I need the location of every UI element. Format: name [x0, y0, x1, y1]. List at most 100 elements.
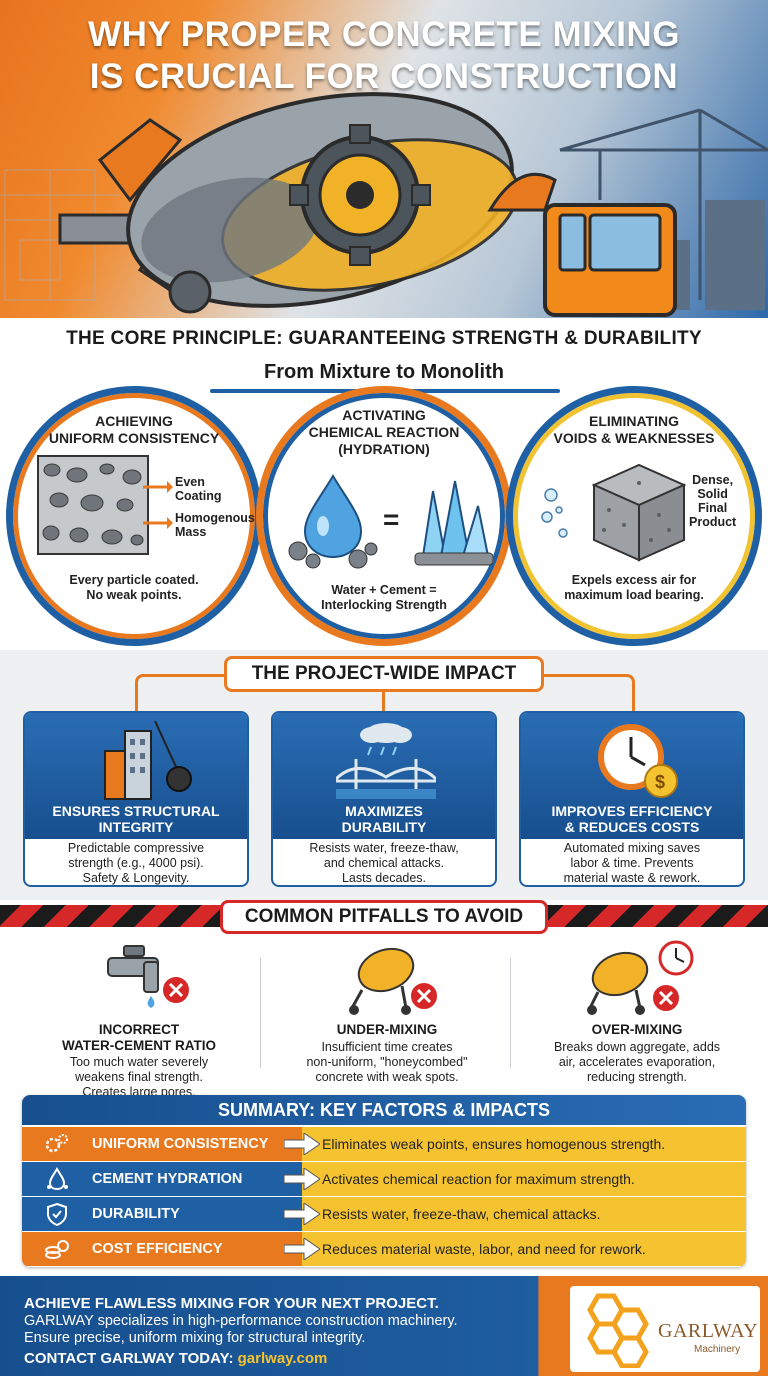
pitfall-desc-line: Insufficient time creates [321, 1040, 453, 1054]
tag-line: Mass [175, 525, 207, 539]
impact-card-durability: MAXIMIZES DURABILITY Resists water, free… [271, 711, 497, 887]
pitfall-over-mixing: OVER-MIXING Breaks down aggregate, adds … [512, 940, 762, 1090]
impact-card-efficiency: $ IMPROVES EFFICIENCY & REDUCES COSTS Au… [519, 711, 745, 887]
summary-impact-text: Resists water, freeze-thaw, chemical att… [322, 1206, 601, 1222]
svg-text:$: $ [655, 772, 665, 792]
card-body-line: Lasts decades. [341, 871, 427, 885]
pitfall-title: UNDER-MIXING [262, 1022, 512, 1038]
arrow-right-icon [284, 1168, 320, 1190]
summary-factor-label: COST EFFICIENCY [92, 1241, 223, 1257]
eliminating-voids-circle: ELIMINATING VOIDS & WEAKNESSES Dense, So… [506, 386, 762, 646]
tag-line: Solid [697, 487, 728, 501]
summary-factor: CEMENT HYDRATION [22, 1162, 302, 1196]
small-gear-icon [168, 270, 212, 314]
pitfall-title: OVER-MIXING [512, 1022, 762, 1038]
impact-title: THE PROJECT-WIDE IMPACT [224, 656, 544, 692]
summary-row: UNIFORM CONSISTENCY Eliminates weak poin… [22, 1127, 746, 1161]
footer-contact: CONTACT GARLWAY TODAY: garlway.com [24, 1350, 327, 1367]
summary-impact: Resists water, freeze-thaw, chemical att… [302, 1197, 746, 1231]
summary-title: SUMMARY: KEY FACTORS & IMPACTS [22, 1095, 746, 1125]
connector-line [382, 692, 385, 712]
aggregate-texture-icon [37, 455, 149, 555]
summary-factor-label: UNIFORM CONSISTENCY [92, 1136, 269, 1152]
homogenous-mass-label: Homogenous Mass [175, 511, 255, 539]
card-body-line: material waste & rework. [563, 871, 701, 885]
hydration-illustration: = [288, 474, 493, 569]
card-body-line: Resists water, freeze-thaw, [309, 841, 459, 855]
card-body-line: Automated mixing saves [563, 841, 701, 855]
card-title: MAXIMIZES DURABILITY [273, 803, 495, 835]
footer-line: GARLWAY specializes in high-performance … [24, 1313, 458, 1329]
concrete-mixer-truck-illustration [0, 92, 768, 317]
card-body: Predictable compressive strength (e.g., … [25, 841, 247, 885]
cement-particles-icon [288, 541, 378, 569]
pitfalls-title: COMMON PITFALLS TO AVOID [220, 900, 548, 934]
crystal-icon [414, 480, 493, 566]
card-title-line: MAXIMIZES [345, 803, 423, 819]
equals-sign: = [383, 504, 399, 535]
footer-line: maximum load bearing. [564, 588, 704, 602]
summary-impact-text: Activates chemical reaction for maximum … [322, 1171, 635, 1187]
divider [260, 958, 261, 1068]
card-body-line: Predictable compressive [67, 841, 205, 855]
pitfall-water-ratio: INCORRECT WATER-CEMENT RATIO Too much wa… [14, 940, 264, 1099]
small-mixer-icon [349, 947, 439, 1015]
shield-icon [47, 1202, 67, 1226]
card-title: ENSURES STRUCTURAL INTEGRITY [25, 803, 247, 835]
card-body: Automated mixing saves labor & time. Pre… [521, 841, 743, 885]
card-body-line: labor & time. Prevents [570, 856, 694, 870]
pitfall-title-line: INCORRECT [98, 1022, 180, 1037]
arrow-icons [143, 481, 173, 529]
circle-heading-line: ACHIEVING [95, 413, 173, 429]
card-body-line: and chemical attacks. [323, 856, 445, 870]
circle-footer: Every particle coated. No weak points. [13, 573, 255, 603]
logo-sub: Machinery [694, 1344, 741, 1355]
concrete-cube-icon [541, 463, 687, 562]
gear-icon [289, 124, 431, 266]
pitfall-title: INCORRECT WATER-CEMENT RATIO [14, 1022, 264, 1054]
chemical-reaction-circle: ACTIVATING CHEMICAL REACTION (HYDRATION)… [256, 386, 512, 646]
pitfall-desc-line: weakens final strength. [75, 1070, 203, 1084]
circle-heading: ACHIEVING UNIFORM CONSISTENCY [13, 413, 255, 447]
gears-icon [45, 1134, 68, 1153]
connector-line [135, 674, 225, 714]
card-body-line: strength (e.g., 4000 psi). [68, 856, 204, 870]
building-wrecking-ball-icon [104, 721, 192, 800]
footer-line: Water + Cement = [331, 583, 437, 597]
impact-card-structural: ENSURES STRUCTURAL INTEGRITY Predictable… [23, 711, 249, 887]
arrow-right-icon [284, 1133, 320, 1155]
clock-coin-icon: $ [598, 724, 678, 798]
summary-table: SUMMARY: KEY FACTORS & IMPACTS UNIFORM C… [22, 1095, 746, 1267]
core-principle-subtitle: From Mixture to Monolith [264, 361, 504, 383]
summary-factor-label: CEMENT HYDRATION [92, 1171, 243, 1187]
pitfall-desc: Too much water severely weakens final st… [14, 1055, 264, 1100]
summary-factor: COST EFFICIENCY [22, 1232, 302, 1266]
card-title-line: & REDUCES COSTS [564, 819, 700, 835]
card-body: Resists water, freeze-thaw, and chemical… [273, 841, 495, 885]
contact-label: CONTACT GARLWAY TODAY: [24, 1350, 234, 1367]
crane-icon [559, 108, 768, 300]
tag-line: Homogenous [175, 511, 255, 525]
pitfall-under-mixing: UNDER-MIXING Insufficient time creates n… [262, 940, 512, 1090]
circle-heading-line: UNIFORM CONSISTENCY [48, 430, 220, 446]
water-drop-icon [303, 474, 363, 559]
uniform-consistency-circle: ACHIEVING UNIFORM CONSISTENCY Even Coati… [6, 386, 262, 646]
pitfall-desc-line: Breaks down aggregate, adds [553, 1040, 721, 1054]
tag-line: Product [689, 515, 737, 529]
arrow-right-icon [284, 1238, 320, 1260]
circle-heading: ACTIVATING CHEMICAL REACTION (HYDRATION) [263, 407, 505, 458]
summary-impact-text: Reduces material waste, labor, and need … [322, 1241, 646, 1257]
hero-banner: WHY PROPER CONCRETE MIXING IS CRUCIAL FO… [0, 0, 768, 318]
circle-heading-line: CHEMICAL REACTION [308, 424, 460, 440]
footer-line: Expels excess air for [571, 573, 697, 587]
tag-line: Coating [175, 489, 222, 503]
circle-heading-line: (HYDRATION) [338, 441, 430, 457]
garlway-logo [570, 1286, 760, 1372]
footer-line: Ensure precise, uniform mixing for struc… [24, 1330, 366, 1346]
hero-title-line: WHY PROPER CONCRETE MIXING [88, 15, 680, 54]
website-link[interactable]: garlway.com [237, 1350, 328, 1367]
tag-line: Even [175, 475, 205, 489]
summary-impact-text: Eliminates weak points, ensures homogeno… [322, 1136, 666, 1152]
footer-description: GARLWAY specializes in high-performance … [24, 1313, 564, 1347]
air-bubbles-icon [541, 488, 568, 538]
